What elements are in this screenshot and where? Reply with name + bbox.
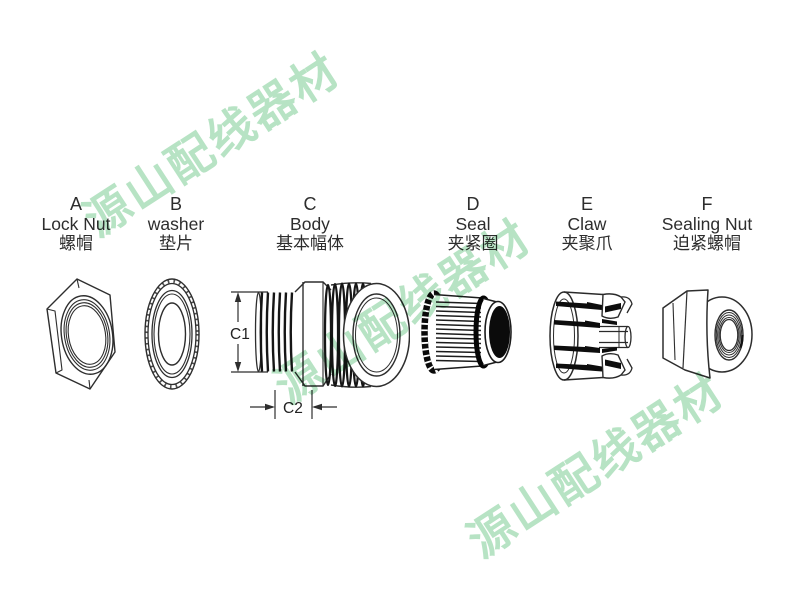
label-sealing-nut: F Sealing Nut 迫紧螺帽 [617, 194, 797, 254]
sealing-nut-threads [714, 309, 744, 361]
dimension-c1: C1 [230, 291, 268, 373]
label-letter-f: F [701, 194, 713, 214]
claw-drawing [549, 291, 633, 381]
label-en-seal: Seal [455, 214, 491, 234]
label-en-sealing-nut: Sealing Nut [661, 214, 753, 234]
seal-drawing [421, 290, 512, 374]
label-en-washer: washer [147, 214, 205, 234]
label-body: C Body 基本幅体 [220, 194, 400, 254]
claw-fingers-top [601, 293, 633, 319]
seal-bore-hole [489, 306, 510, 358]
label-en-claw: Claw [567, 214, 607, 234]
seal-ribs [433, 293, 483, 371]
label-seal: D Seal 夹紧圈 [383, 194, 563, 254]
label-letter-d: D [466, 194, 480, 214]
dimension-c2: C2 [250, 390, 337, 419]
dimension-c1-label: C1 [230, 326, 250, 343]
label-claw: E Claw 夹聚爪 [497, 194, 677, 254]
label-washer: B washer 垫片 [86, 194, 266, 254]
label-en-lock-nut: Lock Nut [41, 214, 111, 234]
label-zh-lock-nut: 螺帽 [59, 234, 93, 253]
claw-fingers-bottom [601, 353, 633, 379]
label-letter-a: A [69, 194, 82, 214]
body-left-thread [254, 291, 294, 373]
sealing-nut-drawing [662, 289, 753, 379]
lock-nut-drawing [46, 278, 116, 390]
claw-slots [554, 301, 617, 372]
label-zh-claw: 夹聚爪 [561, 234, 613, 253]
label-en-body: Body [290, 214, 330, 234]
label-letter-e: E [580, 194, 593, 214]
label-zh-seal: 夹紧圈 [447, 234, 499, 253]
label-letter-c: C [303, 194, 317, 214]
label-zh-sealing-nut: 迫紧螺帽 [673, 234, 741, 253]
label-zh-washer: 垫片 [159, 234, 193, 253]
body-right-thread [323, 282, 410, 388]
washer-drawing [144, 278, 200, 390]
watermark-text-3: 源山配线器材 [458, 362, 734, 569]
dimension-c2-label: C2 [283, 400, 303, 417]
claw-center-tube [599, 325, 632, 349]
label-letter-b: B [169, 194, 182, 214]
body-drawing: C1 [230, 281, 410, 419]
label-lock-nut: A Lock Nut 螺帽 [0, 194, 166, 254]
label-zh-body: 基本幅体 [276, 234, 344, 253]
